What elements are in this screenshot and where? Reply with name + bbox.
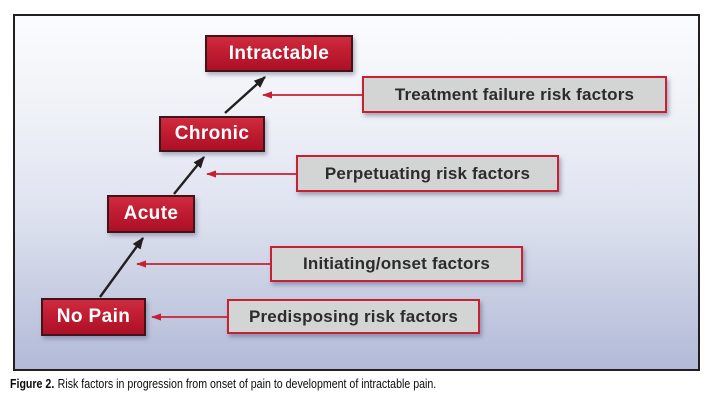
factor-label-treatment-failure: Treatment failure risk factors (394, 84, 635, 104)
factor-box-predisposing: Predisposing risk factors (227, 299, 480, 334)
stage-box-acute: Acute (107, 195, 195, 233)
stage-box-no-pain: No Pain (41, 298, 146, 336)
stage-label-chronic: Chronic (174, 123, 250, 144)
stage-box-intractable: Intractable (205, 35, 353, 72)
factor-label-perpetuating: Perpetuating risk factors (324, 163, 531, 183)
factor-box-initiating: Initiating/onset factors (270, 246, 523, 282)
factor-label-initiating: Initiating/onset factors (302, 254, 491, 273)
factor-label-predisposing: Predisposing risk factors (248, 306, 459, 326)
figure-caption-label: Figure 2. (10, 377, 55, 391)
factor-box-perpetuating: Perpetuating risk factors (296, 155, 559, 192)
stage-label-acute: Acute (123, 203, 179, 224)
stage-label-no-pain: No Pain (56, 306, 131, 327)
stage-label-intractable: Intractable (228, 42, 330, 64)
figure-caption-text: Risk factors in progression from onset o… (57, 377, 437, 391)
stage-box-chronic: Chronic (159, 116, 265, 152)
factor-box-treatment-failure: Treatment failure risk factors (362, 76, 667, 113)
figure-caption: Figure 2.Risk factors in progression fro… (10, 377, 436, 391)
